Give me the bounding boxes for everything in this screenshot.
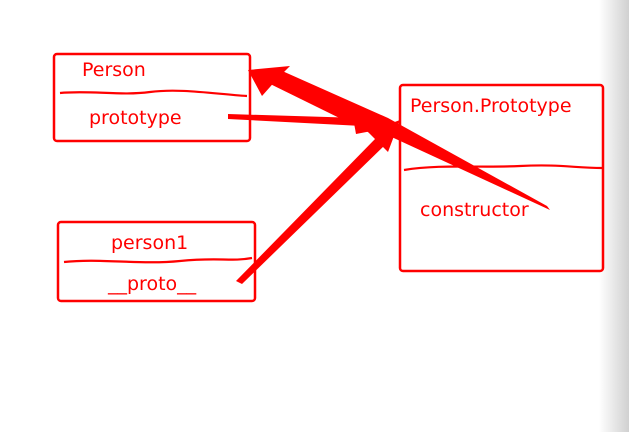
arrow-junction bbox=[258, 78, 392, 134]
person-prototype-title: Person.Prototype bbox=[410, 95, 572, 117]
arrow-proto-to-person-prototype bbox=[236, 138, 386, 284]
person-divider bbox=[59, 89, 248, 98]
person-prototype-node: Person.Prototype constructor bbox=[398, 83, 605, 273]
person1-field-proto: __proto__ bbox=[107, 273, 197, 295]
person-field-prototype: prototype bbox=[89, 107, 182, 129]
arrow-prototype-to-person-prototype bbox=[228, 114, 362, 126]
person1-box bbox=[56, 220, 257, 303]
person-title: Person bbox=[82, 59, 146, 81]
arrowhead-proto-to-person-prototype bbox=[368, 120, 400, 152]
person-box bbox=[52, 52, 252, 143]
person1-divider bbox=[63, 256, 253, 264]
person-prototype-divider bbox=[403, 164, 603, 172]
person-node: Person prototype bbox=[52, 52, 252, 143]
person1-title: person1 bbox=[111, 232, 188, 254]
person-prototype-box bbox=[398, 83, 605, 273]
person1-node: person1 __proto__ bbox=[56, 220, 257, 303]
person-prototype-field-constructor: constructor bbox=[420, 199, 529, 221]
